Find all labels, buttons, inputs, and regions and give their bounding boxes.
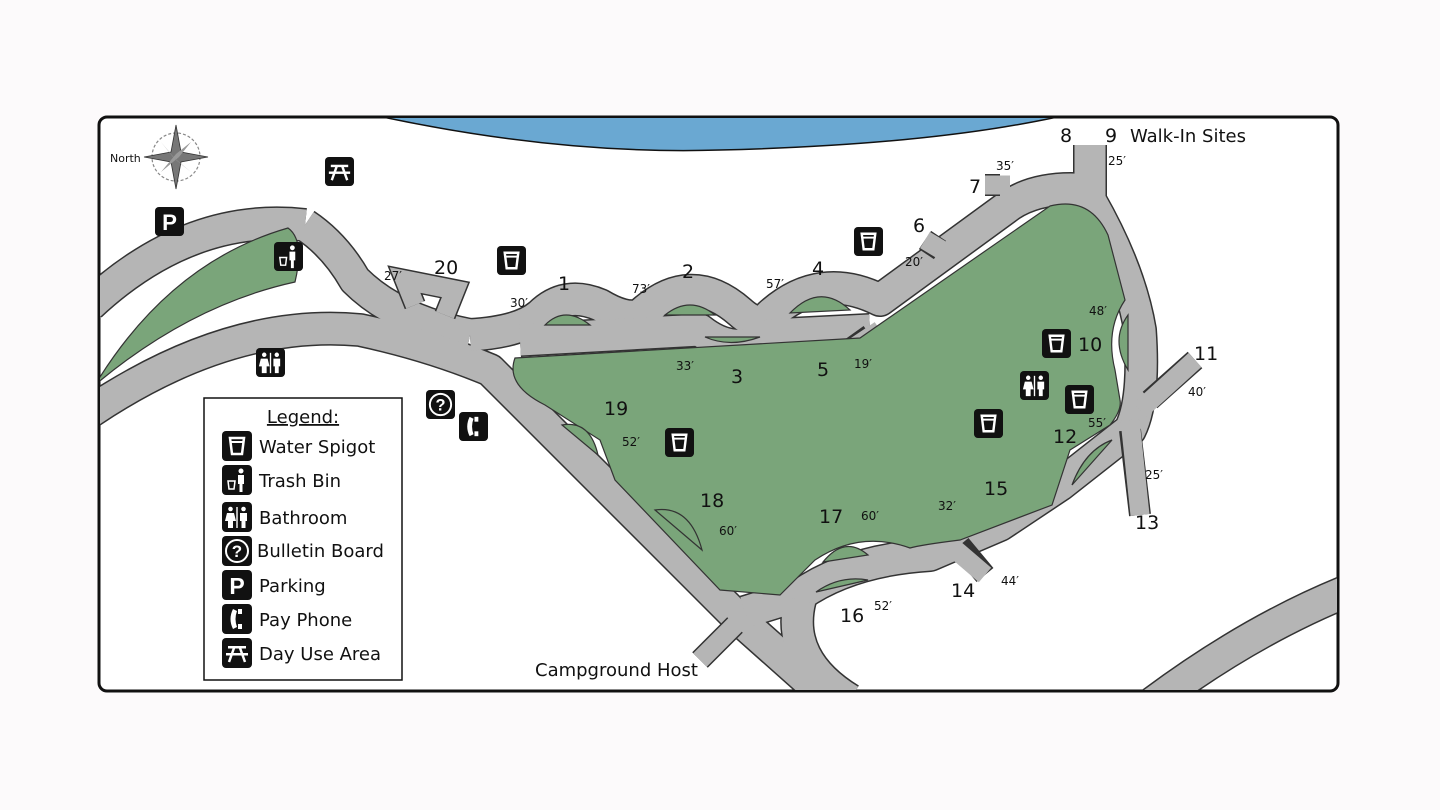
length-label: 20′ [905,255,923,269]
legend-title: Legend: [267,407,339,428]
site-1: 1 [558,273,570,295]
svg-text:Bulletin Board: Bulletin Board [257,541,384,562]
compass-rose-icon [143,124,209,190]
site-19: 19 [604,398,628,420]
site-18: 18 [700,490,724,512]
site-15: 15 [984,478,1008,500]
length-label: 48′ [1089,304,1107,318]
bathroom-icon [222,502,252,532]
site-lengths: 27′ 30′ 73′ 57′ 20′ 35′ 25′ 48′ 19′ 33′ … [384,154,1206,613]
site-numbers: 1 2 3 4 5 6 7 8 9 10 11 12 13 14 15 16 1… [434,125,1218,627]
water-spigot-icon [974,409,1003,438]
water-spigot-icon [1042,329,1071,358]
trash-bin-icon [274,242,303,271]
walk-in-sites-label: Walk-In Sites [1130,126,1246,147]
pay-phone-icon [222,604,252,634]
site-13: 13 [1135,512,1159,534]
legend: Legend: Water Spigot Trash Bin Bathroom … [203,397,403,681]
site-14: 14 [951,580,975,602]
svg-text:Day Use Area: Day Use Area [259,644,381,665]
legend-item-parking: Parking [222,570,326,600]
length-label: 60′ [861,509,879,523]
lake [377,118,1063,152]
day-use-area-icon [222,638,252,668]
site-3: 3 [731,366,743,388]
legend-item-bathroom: Bathroom [222,502,347,532]
length-label: 35′ [996,159,1014,173]
compass-label: North [110,152,141,165]
water-spigot-icon [222,431,252,461]
grass-areas [100,203,1129,596]
svg-text:Trash Bin: Trash Bin [258,471,341,492]
site-9: 9 [1105,125,1117,147]
parking-icon [222,570,252,600]
svg-text:Bathroom: Bathroom [259,508,347,529]
site-8: 8 [1060,125,1072,147]
length-label: 57′ [766,277,784,291]
legend-item-bulletin-board: Bulletin Board [222,536,384,566]
pay-phone-icon [459,412,488,441]
length-label: 25′ [1145,468,1163,482]
water-spigot-icon [665,428,694,457]
length-label: 32′ [938,499,956,513]
site-4: 4 [812,258,824,280]
legend-item-water-spigot: Water Spigot [222,431,375,461]
site-6: 6 [913,215,925,237]
svg-text:Pay Phone: Pay Phone [259,610,352,631]
water-spigot-icon [1065,385,1094,414]
water-spigot-icon [497,246,526,275]
site-10: 10 [1078,334,1102,356]
bathroom-icon [1020,371,1049,400]
bathroom-icon [256,348,285,377]
legend-item-pay-phone: Pay Phone [222,604,352,634]
site-7: 7 [969,176,981,198]
legend-item-trash-bin: Trash Bin [222,465,341,495]
bulletin-board-icon [222,536,252,566]
water-spigot-icon [854,227,883,256]
length-label: 25′ [1108,154,1126,168]
length-label: 73′ [632,282,650,296]
site-12: 12 [1053,426,1077,448]
length-label: 55′ [1088,416,1106,430]
length-label: 52′ [622,435,640,449]
site-17: 17 [819,506,843,528]
bulletin-board-icon [426,390,455,419]
length-label: 33′ [676,359,694,373]
svg-text:Parking: Parking [259,576,326,597]
day-use-area-icon [325,157,354,186]
length-label: 60′ [719,524,737,538]
length-label: 40′ [1188,385,1206,399]
length-label: 19′ [854,357,872,371]
site-20: 20 [434,257,458,279]
site-11: 11 [1194,343,1218,365]
site-5: 5 [817,359,829,381]
length-label: 52′ [874,599,892,613]
length-label: 44′ [1001,574,1019,588]
svg-text:Water Spigot: Water Spigot [259,437,375,458]
parking-icon [155,207,184,236]
legend-item-day-use-area: Day Use Area [222,638,381,668]
length-label: 30′ [510,296,528,310]
site-2: 2 [682,261,694,283]
site-16: 16 [840,605,864,627]
trash-bin-icon [222,465,252,495]
length-label: 27′ [384,269,402,283]
campground-host-label: Campground Host [535,660,698,681]
